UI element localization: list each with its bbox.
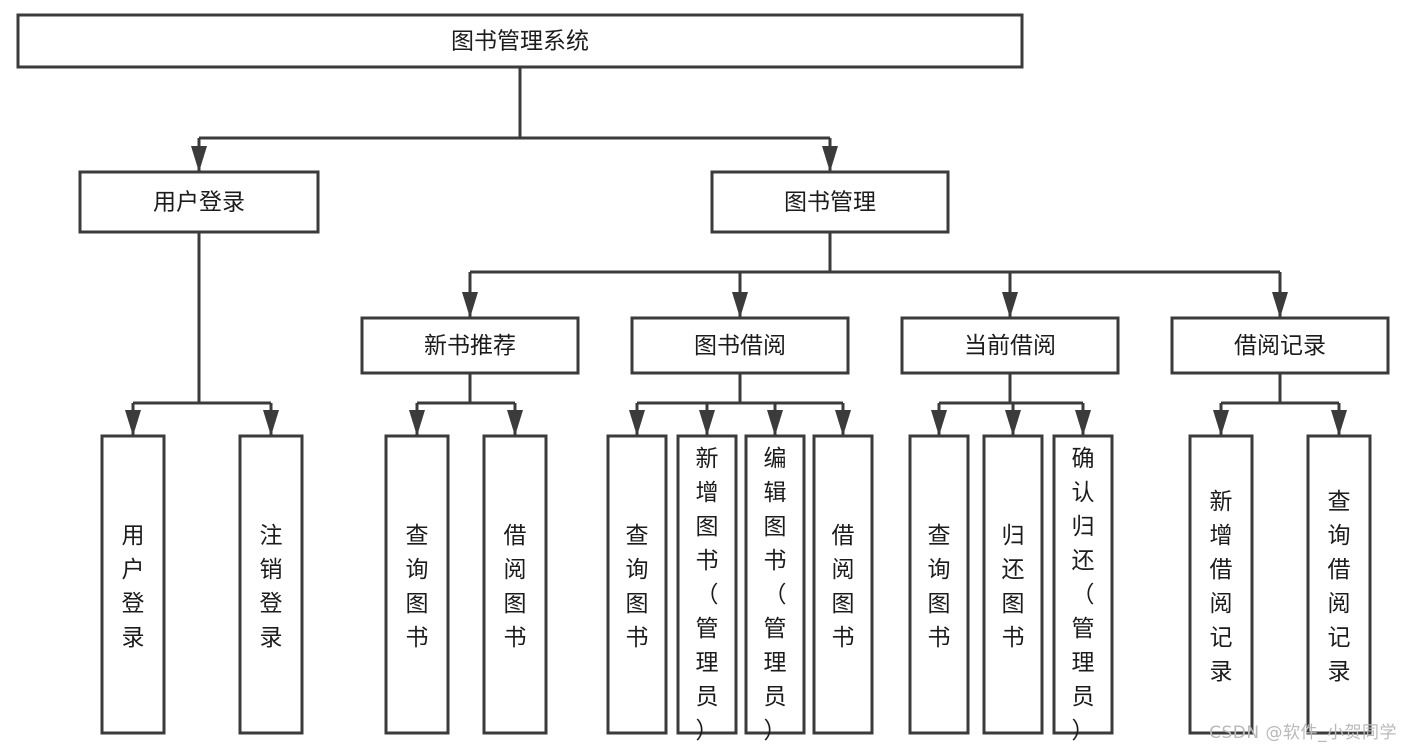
node-leaf-borrow-book-rec-label: 借阅图书 [504, 523, 527, 651]
node-borrow-record-box[interactable] [1170, 316, 1390, 375]
node-leaf-return-book-box[interactable] [982, 434, 1044, 735]
node-leaf-confirm-return-admin-label: 确认归还（管理员） [1072, 446, 1095, 744]
arrow-head-icon [1331, 410, 1347, 436]
arrow-head-icon [822, 146, 838, 172]
node-leaf-query-borrow-record[interactable]: 查询借阅记录 [1306, 434, 1372, 735]
node-leaf-return-book-label: 归还图书 [1002, 523, 1025, 651]
node-leaf-query-borrow-record-label: 查询借阅记录 [1328, 489, 1351, 685]
node-leaf-borrow-book-box[interactable] [812, 434, 874, 735]
arrow-head-icon [1272, 292, 1288, 318]
node-book-borrow-box[interactable] [630, 316, 850, 375]
node-leaf-user-login-label: 用户登录 [122, 523, 145, 651]
arrow-head-icon [931, 410, 947, 436]
node-leaf-user-logout-box[interactable] [238, 434, 304, 735]
node-borrow-record-label: 借阅记录 [1234, 333, 1326, 359]
node-leaf-query-book-cur-label: 查询图书 [928, 523, 951, 651]
arrow-head-icon [462, 292, 478, 318]
arrow-head-icon [125, 410, 141, 436]
node-leaf-add-book-admin[interactable]: 新增图书（管理员） [676, 434, 738, 744]
node-root-system-label: 图书管理系统 [451, 29, 589, 55]
node-current-borrow[interactable]: 当前借阅 [900, 316, 1120, 375]
node-user-login[interactable]: 用户登录 [78, 170, 320, 234]
node-leaf-query-book-borrow-box[interactable] [606, 434, 668, 735]
node-leaf-edit-book-admin-box[interactable] [744, 434, 806, 735]
node-leaf-user-login-box[interactable] [100, 434, 166, 735]
node-leaf-query-book-cur[interactable]: 查询图书 [908, 434, 970, 735]
node-leaf-confirm-return-admin[interactable]: 确认归还（管理员） [1052, 434, 1114, 744]
node-leaf-query-book-borrow-label: 查询图书 [626, 523, 649, 651]
node-leaf-edit-book-admin[interactable]: 编辑图书（管理员） [744, 434, 806, 744]
node-leaf-add-borrow-record-label: 新增借阅记录 [1210, 489, 1233, 685]
node-leaf-query-book-cur-box[interactable] [908, 434, 970, 735]
node-user-login-label: 用户登录 [153, 190, 245, 216]
arrow-head-icon [767, 410, 783, 436]
node-leaf-query-book-rec-label: 查询图书 [406, 523, 429, 651]
node-leaf-add-borrow-record[interactable]: 新增借阅记录 [1188, 434, 1254, 735]
node-leaf-user-logout[interactable]: 注销登录 [238, 434, 304, 735]
node-leaf-add-borrow-record-box[interactable] [1188, 434, 1254, 735]
node-leaf-user-login[interactable]: 用户登录 [100, 434, 166, 735]
node-book-manage-label: 图书管理 [784, 190, 876, 216]
node-leaf-edit-book-admin-label: 编辑图书（管理员） [764, 446, 787, 744]
node-new-book-rec-box[interactable] [360, 316, 580, 375]
node-new-book-rec-label: 新书推荐 [424, 333, 516, 359]
node-book-borrow-label: 图书借阅 [694, 333, 786, 359]
connectors-layer [125, 67, 1347, 436]
arrow-head-icon [629, 410, 645, 436]
arrow-head-icon [1213, 410, 1229, 436]
arrow-head-icon [409, 410, 425, 436]
node-leaf-borrow-book[interactable]: 借阅图书 [812, 434, 874, 735]
nodes-layer: 图书管理系统用户登录图书管理新书推荐图书借阅当前借阅借阅记录用户登录注销登录查询… [16, 13, 1390, 744]
node-leaf-borrow-book-label: 借阅图书 [832, 523, 855, 651]
node-leaf-add-book-admin-label: 新增图书（管理员） [696, 446, 719, 744]
arrow-head-icon [1002, 292, 1018, 318]
node-leaf-return-book[interactable]: 归还图书 [982, 434, 1044, 735]
arrow-head-icon [1005, 410, 1021, 436]
node-user-login-box[interactable] [78, 170, 320, 234]
watermark-label: CSDN @软件_小贺同学 [1209, 723, 1397, 743]
node-borrow-record[interactable]: 借阅记录 [1170, 316, 1390, 375]
arrow-head-icon [699, 410, 715, 436]
arrow-head-icon [507, 410, 523, 436]
node-leaf-confirm-return-admin-box[interactable] [1052, 434, 1114, 735]
node-leaf-query-book-rec[interactable]: 查询图书 [384, 434, 450, 735]
node-leaf-borrow-book-rec[interactable]: 借阅图书 [482, 434, 548, 735]
node-root-system[interactable]: 图书管理系统 [16, 13, 1024, 69]
node-book-borrow[interactable]: 图书借阅 [630, 316, 850, 375]
node-book-manage-box[interactable] [710, 170, 950, 234]
node-root-system-box[interactable] [16, 13, 1024, 69]
arrow-head-icon [835, 410, 851, 436]
node-leaf-add-book-admin-box[interactable] [676, 434, 738, 735]
arrow-head-icon [732, 292, 748, 318]
node-leaf-borrow-book-rec-box[interactable] [482, 434, 548, 735]
arrow-head-icon [191, 146, 207, 172]
node-leaf-query-borrow-record-box[interactable] [1306, 434, 1372, 735]
node-current-borrow-box[interactable] [900, 316, 1120, 375]
node-leaf-user-logout-label: 注销登录 [260, 523, 283, 651]
node-leaf-query-book-rec-box[interactable] [384, 434, 450, 735]
node-book-manage[interactable]: 图书管理 [710, 170, 950, 234]
arrow-head-icon [263, 410, 279, 436]
arrow-head-icon [1075, 410, 1091, 436]
node-new-book-rec[interactable]: 新书推荐 [360, 316, 580, 375]
node-leaf-query-book-borrow[interactable]: 查询图书 [606, 434, 668, 735]
node-current-borrow-label: 当前借阅 [964, 333, 1056, 359]
